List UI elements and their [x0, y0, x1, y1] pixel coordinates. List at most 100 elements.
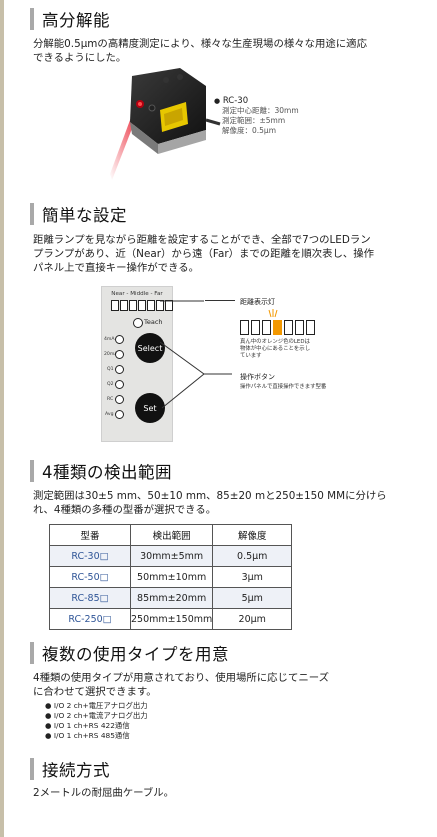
section-text-high-resolution: 分解能0.5μmの高精度測定により、様々な生産現場の様々な用途に適応 できるよう…: [33, 37, 403, 65]
cell-resolution: 5μm: [212, 587, 293, 609]
section-text-connection: 2メートルの耐屈曲ケーブル。: [33, 786, 403, 800]
cell-range: 50mm±10mm: [129, 566, 214, 588]
list-item: ● I/O 1 ch+RS 485通信: [45, 731, 130, 740]
indicator-led: [115, 395, 124, 404]
product-model-line: ● RC-30: [214, 96, 299, 106]
text-line: 距離ランプを見ながら距離を設定することができ、全部で7つのLEDラン: [33, 234, 371, 246]
indicator-label: Q1: [107, 367, 114, 372]
product-spec: 測定中心距離：30mm: [222, 106, 299, 115]
text-line: に合わせて選択できます。: [33, 686, 157, 698]
section-heading: 接続方式: [42, 761, 110, 780]
text-line: 測定範囲は30±5 mm、50±10 mm、85±20 mと250±150 MM…: [33, 490, 387, 502]
led-example: [240, 320, 249, 335]
cell-resolution: 3μm: [212, 566, 293, 588]
product-model: RC-30: [222, 96, 249, 106]
section-heading: 高分解能: [42, 11, 110, 30]
table-row: RC-50□ 50mm±10mm 3μm: [49, 566, 293, 588]
sensor-image: [110, 68, 221, 180]
list-item: ● I/O 2 ch+電流アナログ出力: [45, 711, 148, 720]
product-spec: 測定範囲：±5mm: [222, 116, 286, 125]
indicator-led: [115, 410, 124, 419]
range-label: Near - Middle - Far: [111, 291, 163, 297]
teach-label: Teach: [144, 318, 163, 326]
header-range: 検出範囲: [129, 524, 214, 546]
text-line: 4種類の使用タイプが用意されており、使用場所に応じてニーズ: [33, 672, 329, 684]
indicator-led: [115, 380, 124, 389]
select-button[interactable]: Select: [135, 333, 165, 363]
led-annotation-title: 距離表示灯: [240, 298, 275, 306]
product-caption: ● RC-30 測定中心距離：30mm 測定範囲：±5mm 解像度：0.5μm: [214, 96, 299, 136]
select-button-label: Select: [137, 343, 163, 353]
led-indicator: [147, 300, 155, 311]
section-title-detection-range: 4種類の検出範囲: [30, 460, 172, 482]
teach-indicator: [133, 318, 143, 328]
indicator-label: 20mA: [104, 352, 118, 357]
section-marker: [30, 8, 34, 30]
bullet-dot: ●: [214, 97, 221, 105]
connector-line: [205, 300, 235, 301]
list-item-text: I/O 1 ch+RS 485通信: [53, 731, 130, 740]
list-item: ● I/O 1 ch+RS 422通信: [45, 721, 130, 730]
header-model: 型番: [49, 524, 131, 546]
text-line: れ、4種類の多種の型番が選択できる。: [33, 504, 217, 516]
led-example-row: [240, 320, 317, 335]
section-title-high-resolution: 高分解能: [30, 8, 110, 30]
section-heading: 4種類の検出範囲: [42, 463, 172, 482]
table-header-row: 型番 検出範囲 解像度: [49, 524, 293, 546]
cell-model: RC-250□: [49, 608, 131, 630]
section-heading: 簡単な設定: [42, 206, 127, 225]
desc-line: 物体が中心にあることを示し: [240, 346, 311, 352]
annotation-connectors: [160, 300, 232, 409]
indicator-label: RC: [107, 397, 114, 402]
list-item-text: I/O 2 ch+電流アナログ出力: [53, 711, 148, 720]
cell-resolution: 0.5μm: [212, 545, 293, 567]
glow-icon: [268, 309, 278, 318]
product-spec: 解像度：0.5μm: [222, 126, 277, 135]
set-button[interactable]: Set: [135, 393, 165, 423]
button-annotation-title: 操作ボタン: [240, 373, 275, 381]
set-button-label: Set: [143, 403, 157, 413]
led-indicator: [111, 300, 119, 311]
cell-range: 250mm±150mm: [129, 608, 214, 630]
cell-range: 85mm±20mm: [129, 587, 214, 609]
indicator-led: [115, 350, 124, 359]
text-line: できるようにした。: [33, 52, 127, 64]
section-heading: 複数の使用タイプを用意: [42, 645, 229, 664]
table-row: RC-30□ 30mm±5mm 0.5μm: [49, 545, 293, 567]
indicator-label: Q2: [107, 382, 114, 387]
table-row: RC-85□ 85mm±20mm 5μm: [49, 587, 293, 609]
button-annotation-desc: 操作パネルで直接操作できます型番: [240, 384, 327, 390]
section-marker: [30, 203, 34, 225]
led-annotation-desc: 真ん中のオレンジ色のLEDは 物体が中心にあることを示し ています: [240, 339, 310, 360]
cell-resolution: 20μm: [212, 608, 293, 630]
section-title-easy-setting: 簡単な設定: [30, 203, 127, 225]
led-indicator: [138, 300, 146, 311]
led-indicator: [120, 300, 128, 311]
spec-table: 型番 検出範囲 解像度 RC-30□ 30mm±5mm 0.5μm RC-50□…: [49, 524, 293, 630]
led-indicator: [129, 300, 137, 311]
cell-range: 30mm±5mm: [129, 545, 214, 567]
section-marker: [30, 642, 34, 664]
desc-line: ています: [240, 353, 262, 359]
list-item-text: I/O 2 ch+電圧アナログ出力: [53, 701, 148, 710]
list-item: ● I/O 2 ch+電圧アナログ出力: [45, 701, 148, 710]
usage-type-list: ● I/O 2 ch+電圧アナログ出力 ● I/O 2 ch+電流アナログ出力 …: [45, 701, 148, 741]
led-example: [262, 320, 271, 335]
led-example-center-on: [273, 320, 282, 335]
section-text-detection-range: 測定範囲は30±5 mm、50±10 mm、85±20 mと250±150 MM…: [33, 489, 403, 517]
section-title-usage-types: 複数の使用タイプを用意: [30, 642, 229, 664]
cell-model: RC-85□: [49, 587, 131, 609]
cell-model: RC-50□: [49, 566, 131, 588]
control-panel: Near - Middle - Far Teach 4mA 20mA Q1 Q2…: [101, 286, 173, 442]
desc-line: 真ん中のオレンジ色のLEDは: [240, 339, 310, 345]
text-line: パネル上で直接キー操作ができる。: [33, 262, 200, 274]
section-marker: [30, 460, 34, 482]
distance-led-row: [111, 300, 174, 311]
page-edge: [0, 0, 4, 837]
indicator-label: 4mA: [104, 337, 115, 342]
section-text-easy-setting: 距離ランプを見ながら距離を設定することができ、全部で7つのLEDラン プランプが…: [33, 233, 403, 275]
led-example: [251, 320, 260, 335]
table-row: RC-250□ 250mm±150mm 20μm: [49, 608, 293, 630]
indicator-led: [115, 335, 124, 344]
